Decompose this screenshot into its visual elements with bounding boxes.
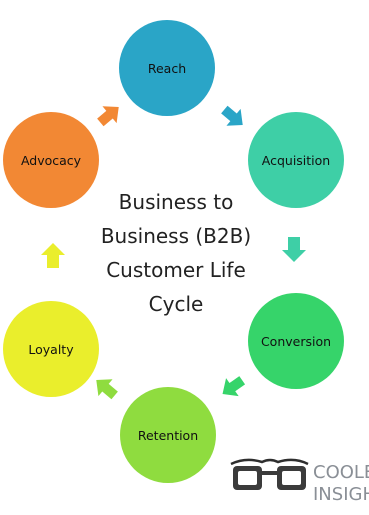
stage-label: Loyalty (28, 342, 74, 357)
stage-circle (120, 387, 216, 483)
logo-line-2: INSIGHTS (313, 484, 369, 505)
center-title-line-4: Cycle (149, 292, 204, 316)
stage-label: Acquisition (262, 153, 330, 168)
arrow-retention-to-loyalty (96, 379, 118, 400)
stage-label: Advocacy (21, 153, 82, 168)
stage-retention: Retention (120, 387, 216, 483)
stage-circle (248, 293, 344, 389)
arrow-conversion-to-retention (222, 376, 246, 397)
center-title-line-1: Business to (119, 190, 234, 214)
glasses-icon (230, 458, 309, 490)
stage-acquisition: Acquisition (248, 112, 344, 208)
stage-circle (248, 112, 344, 208)
stage-circle (3, 112, 99, 208)
stage-circle (119, 20, 215, 116)
center-title-line-2: Business (B2B) (101, 224, 251, 248)
stage-label: Conversion (261, 334, 331, 349)
stage-reach: Reach (119, 20, 215, 116)
arrow-advocacy-to-reach (97, 106, 119, 127)
stage-label: Reach (148, 61, 186, 76)
arrow-reach-to-acquisition (221, 105, 243, 126)
center-title-line-3: Customer Life (106, 258, 246, 282)
logo-line-1: COOLER (313, 462, 369, 483)
stage-loyalty: Loyalty (3, 301, 99, 397)
center-title: Business to Business (B2B) Customer Life… (101, 190, 251, 316)
stage-circle (3, 301, 99, 397)
stage-advocacy: Advocacy (3, 112, 99, 208)
stage-conversion: Conversion (248, 293, 344, 389)
stage-label: Retention (138, 428, 198, 443)
arrow-acquisition-to-conversion (282, 237, 306, 262)
logo: COOLER INSIGHTS (230, 458, 369, 505)
arrow-loyalty-to-advocacy (41, 243, 65, 268)
